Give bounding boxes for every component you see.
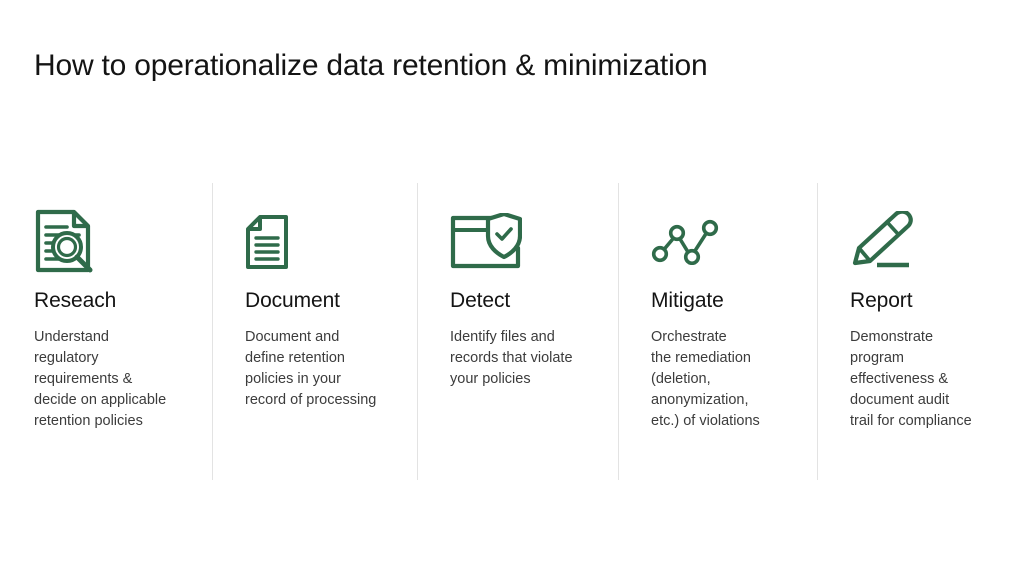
page-title: How to operationalize data retention & m… (34, 49, 708, 82)
node-graph-icon (651, 197, 719, 287)
step-heading: Reseach (34, 289, 117, 312)
process-step-research: Reseach Understand regulatory requiremen… (0, 183, 212, 480)
process-step-report: Report Demonstrate program effectiveness… (817, 183, 1024, 480)
document-magnifier-icon (34, 197, 96, 287)
process-steps-row: Reseach Understand regulatory requiremen… (0, 183, 1024, 480)
step-description: Identify files and records that violate … (450, 329, 573, 388)
process-step-detect: Detect Identify files and records that v… (417, 183, 618, 480)
step-heading: Document (245, 289, 340, 312)
step-heading: Mitigate (651, 289, 724, 312)
pencil-underline-icon (850, 197, 916, 287)
folder-shield-check-icon (450, 197, 522, 287)
step-description: Understand regulatory requirements & dec… (34, 329, 167, 430)
step-description: Orchestrate the remediation (deletion, a… (651, 329, 760, 430)
step-description: Document and define retention policies i… (245, 329, 377, 409)
step-heading: Report (850, 289, 913, 312)
document-lines-icon (245, 197, 289, 287)
step-heading: Detect (450, 289, 511, 312)
process-step-document: Document Document and define retention p… (212, 183, 417, 480)
step-description: Demonstrate program effectiveness & docu… (850, 329, 972, 430)
process-step-mitigate: Mitigate Orchestrate the remediation (de… (618, 183, 817, 480)
